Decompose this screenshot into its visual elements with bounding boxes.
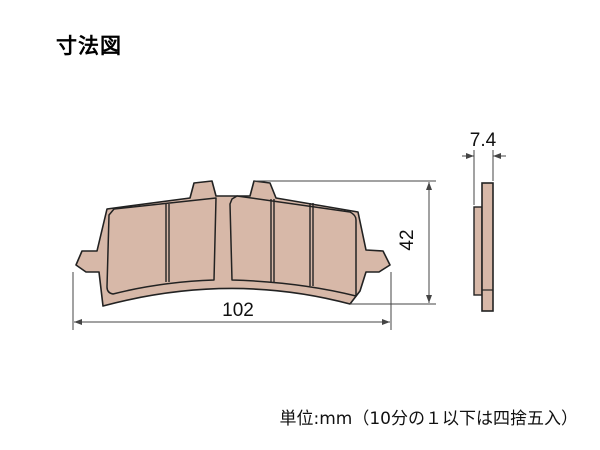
pad-side-view [473, 182, 494, 312]
side-backing-plate [481, 182, 494, 312]
friction-pad-right [229, 195, 357, 297]
unit-note: 単位:mm（10分の１以下は四捨五入） [279, 409, 578, 429]
thickness-label: 7.4 [470, 130, 497, 151]
width-dimension [72, 272, 392, 330]
side-friction-material [473, 206, 483, 296]
height-label: 42 [397, 229, 418, 250]
thickness-dimension [462, 150, 506, 205]
pad-front-view [75, 180, 391, 307]
width-label: 102 [222, 300, 254, 321]
height-dimension [254, 180, 436, 305]
friction-pad-left [106, 197, 217, 295]
page-title: 寸法図 [56, 34, 122, 58]
